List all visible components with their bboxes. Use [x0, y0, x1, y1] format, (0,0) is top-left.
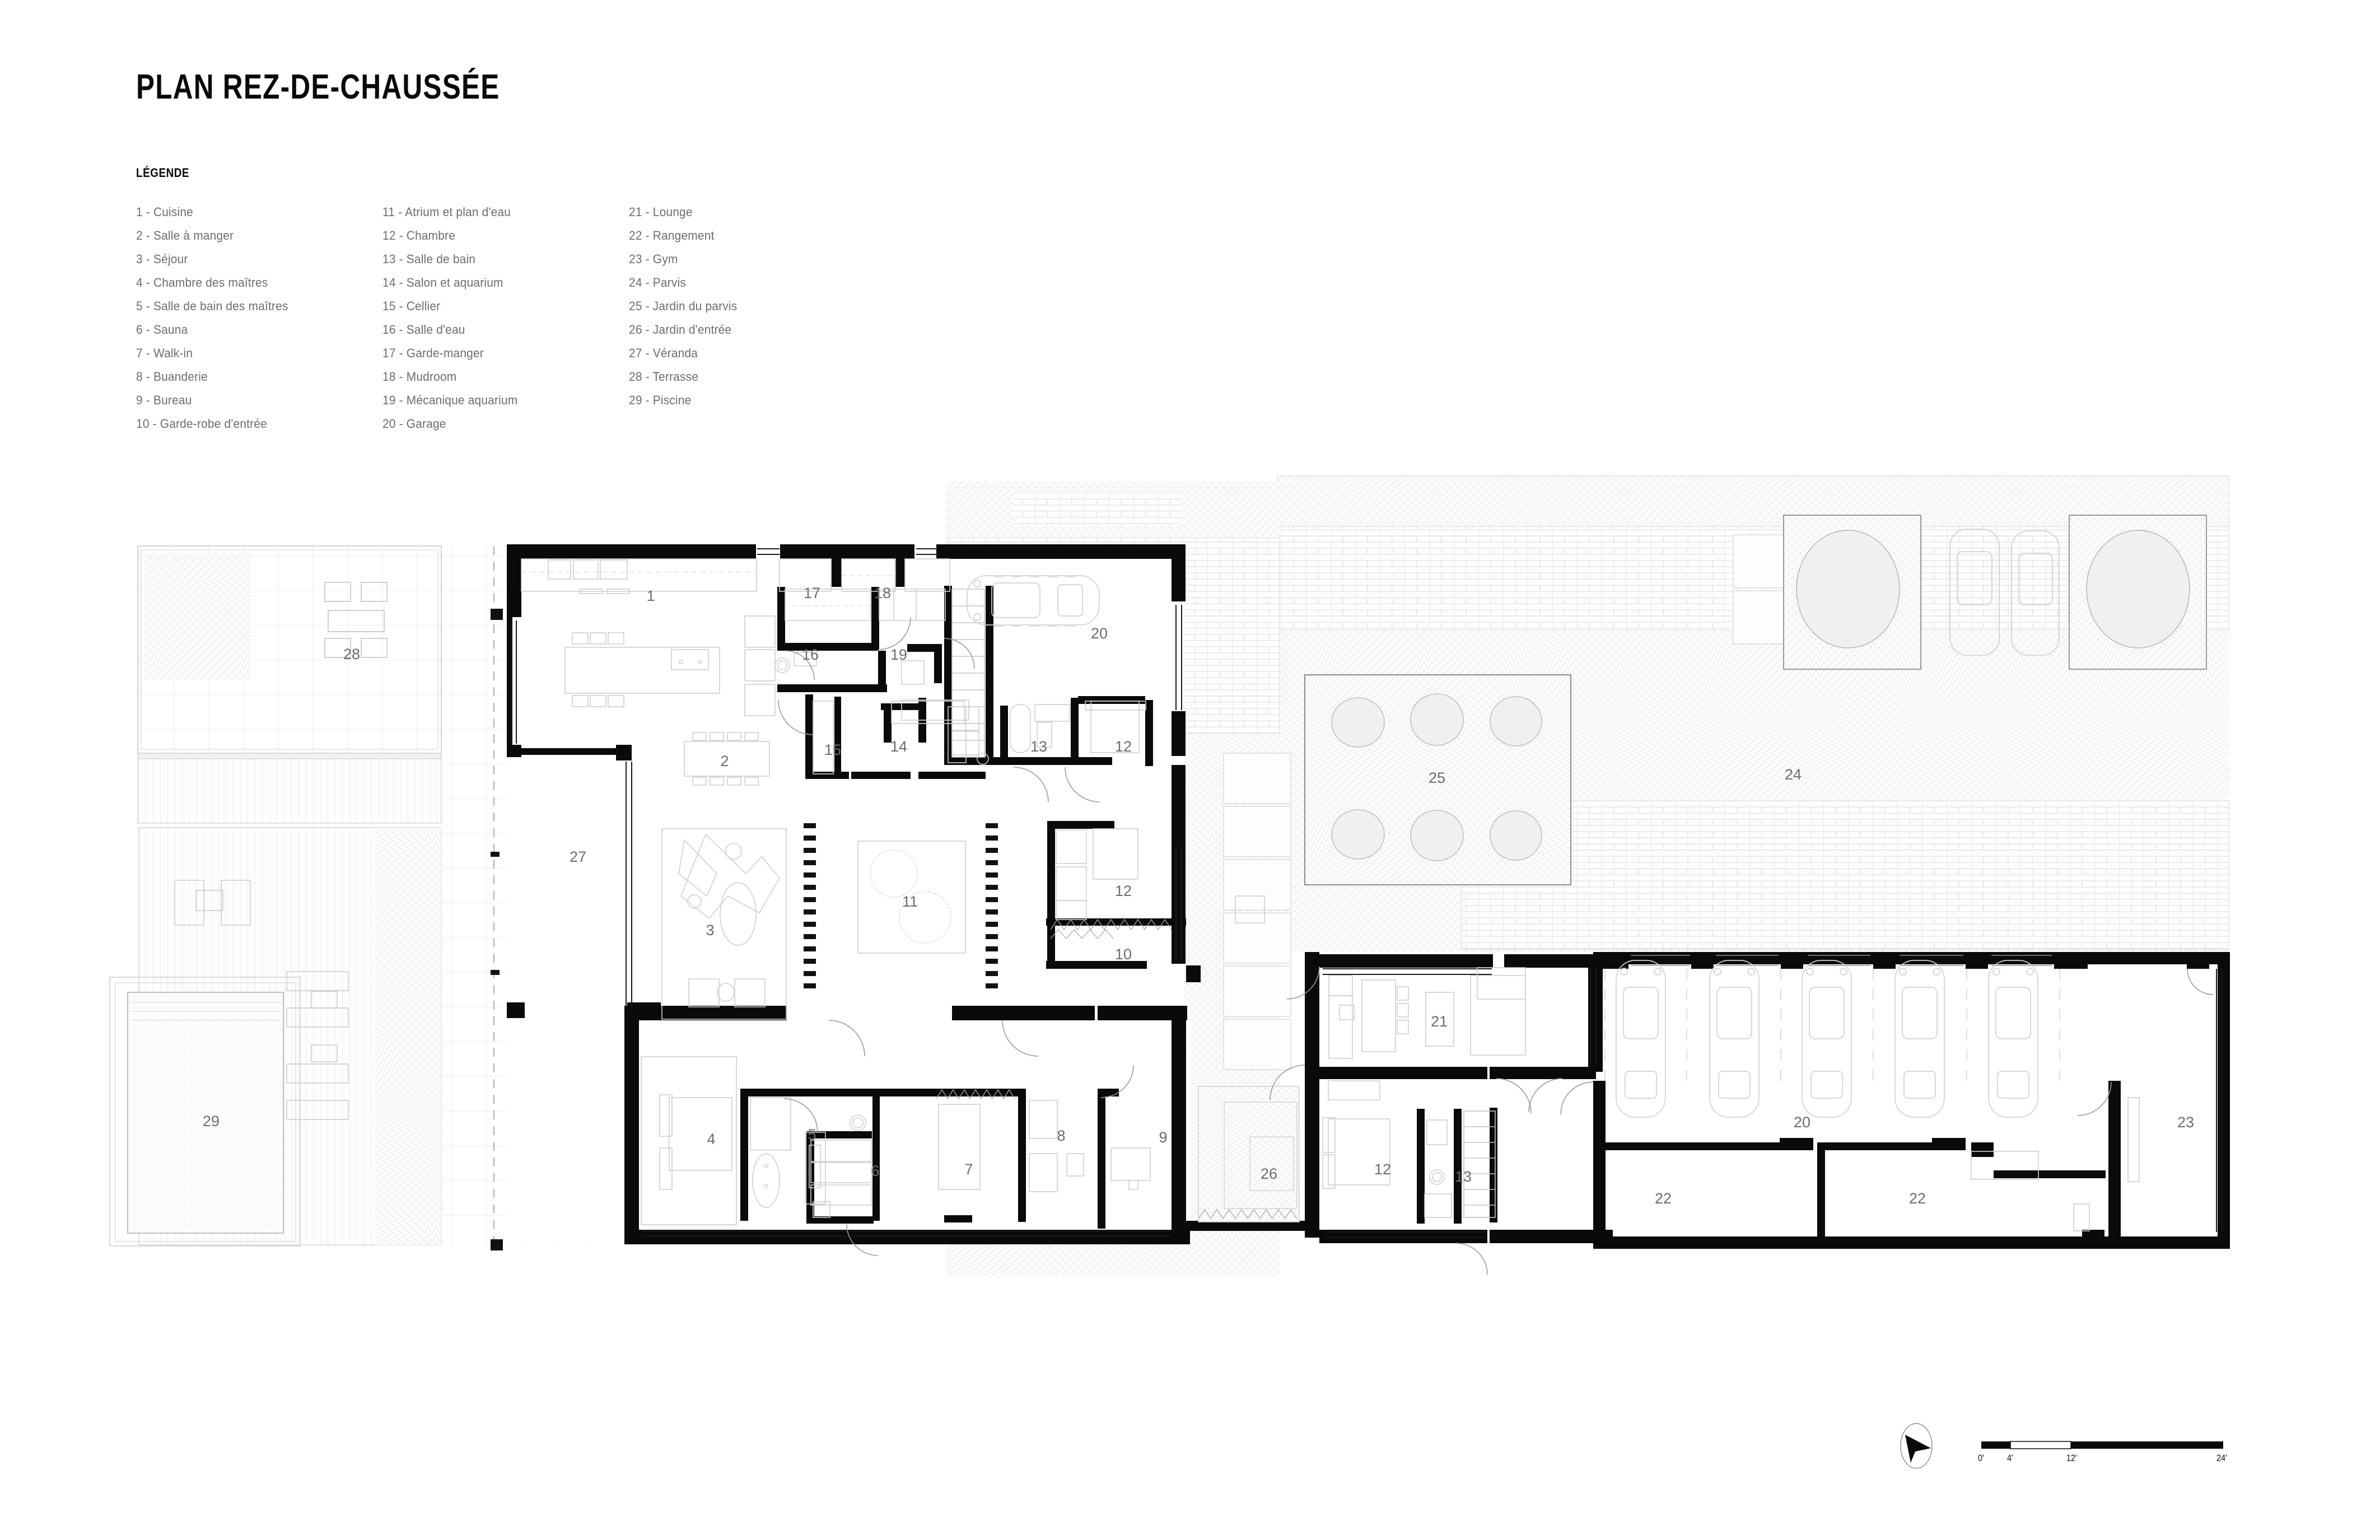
svg-text:18: 18: [874, 585, 891, 601]
svg-text:14: 14: [890, 738, 907, 755]
scale-and-north: 0' 4' 12' 24': [1893, 1422, 2285, 1487]
svg-text:3: 3: [706, 922, 714, 939]
atrium-glass-line: [804, 823, 998, 988]
legend-item: 13 - Salle de bain: [382, 252, 476, 266]
svg-text:8: 8: [1057, 1127, 1065, 1144]
legend-heading: LÉGENDE: [136, 166, 190, 180]
svg-text:22: 22: [1655, 1190, 1672, 1207]
svg-text:24: 24: [1785, 766, 1802, 783]
svg-text:5: 5: [808, 1126, 816, 1143]
page-title: PLAN REZ-DE-CHAUSSÉE: [136, 68, 500, 106]
legend-column-1: 1 - Cuisine 2 - Salle à manger 3 - Séjou…: [136, 200, 382, 436]
legend-item: 4 - Chambre des maîtres: [136, 276, 268, 290]
scale-tick-label: 12': [2066, 1453, 2077, 1463]
legend-item: 5 - Salle de bain des maîtres: [136, 299, 288, 313]
svg-text:20: 20: [1091, 625, 1108, 642]
svg-text:6: 6: [871, 1163, 879, 1179]
svg-text:17: 17: [804, 585, 820, 601]
svg-text:29: 29: [203, 1113, 220, 1130]
legend-item: 26 - Jardin d'entrée: [629, 323, 732, 337]
legend-item: 15 - Cellier: [382, 299, 441, 313]
svg-text:23: 23: [2177, 1114, 2194, 1131]
car-symbol: [967, 575, 2060, 1118]
svg-text:25: 25: [1429, 769, 1445, 786]
svg-text:28: 28: [343, 646, 360, 662]
legend-column-2: 11 - Atrium et plan d'eau 12 - Chambre 1…: [382, 200, 629, 436]
svg-text:22: 22: [1909, 1190, 1926, 1207]
legend-item: 28 - Terrasse: [629, 370, 699, 384]
building-envelope: [507, 544, 2230, 1275]
legend-item: 1 - Cuisine: [136, 205, 193, 219]
svg-text:12: 12: [1374, 1161, 1391, 1178]
legend-item: 14 - Salon et aquarium: [382, 276, 503, 290]
legend-item: 3 - Séjour: [136, 252, 188, 266]
legend-item: 10 - Garde-robe d'entrée: [136, 417, 267, 431]
north-arrow-icon: [1900, 1423, 1933, 1469]
svg-text:13: 13: [1455, 1168, 1472, 1185]
scale-tick-label: 0': [1978, 1453, 1984, 1463]
legend-item: 22 - Rangement: [629, 228, 715, 242]
svg-text:15: 15: [824, 741, 841, 758]
scale-bar-graphic: [1981, 1441, 2223, 1449]
svg-text:16: 16: [802, 646, 819, 663]
door-swing: [778, 617, 2214, 1275]
legend-item: 12 - Chambre: [382, 228, 456, 242]
scale-tick-label: 24': [2216, 1453, 2227, 1463]
legend-item: 27 - Véranda: [629, 346, 698, 360]
svg-text:26: 26: [1261, 1165, 1277, 1182]
legend-item: 9 - Bureau: [136, 393, 192, 407]
legend-item: 6 - Sauna: [136, 323, 188, 337]
title-block: PLAN REZ-DE-CHAUSSÉE: [136, 67, 591, 107]
legend-item: 7 - Walk-in: [136, 346, 193, 360]
svg-text:27: 27: [570, 848, 586, 865]
legend-item: 8 - Buanderie: [136, 370, 208, 384]
legend-item: 29 - Piscine: [629, 393, 692, 407]
legend-item: 16 - Salle d'eau: [382, 323, 465, 337]
legend-item: 25 - Jardin du parvis: [629, 299, 738, 313]
room-number-labels: 28 1 17 18 16 19 20 27 2 15 14 13 12 3 1…: [203, 585, 2194, 1207]
legend-item: 21 - Lounge: [629, 205, 693, 219]
svg-text:7: 7: [964, 1161, 973, 1178]
legend: LÉGENDE 1 - Cuisine 2 - Salle à manger 3…: [136, 166, 875, 436]
svg-text:2: 2: [720, 753, 729, 769]
legend-item: 2 - Salle à manger: [136, 228, 234, 242]
svg-text:12: 12: [1115, 738, 1132, 755]
legend-item: 11 - Atrium et plan d'eau: [382, 205, 511, 219]
svg-text:10: 10: [1115, 946, 1132, 963]
svg-text:1: 1: [646, 587, 655, 604]
legend-column-3: 21 - Lounge 22 - Rangement 23 - Gym 24 -…: [629, 200, 875, 436]
svg-text:13: 13: [1030, 738, 1047, 755]
svg-text:11: 11: [902, 893, 918, 910]
legend-item: 19 - Mécanique aquarium: [382, 393, 518, 407]
svg-text:9: 9: [1159, 1129, 1167, 1146]
hedge-hatch: [936, 918, 1298, 1220]
svg-text:19: 19: [890, 646, 907, 663]
scale-tick-label: 4': [2007, 1453, 2013, 1463]
svg-text:12: 12: [1115, 883, 1132, 899]
svg-text:20: 20: [1794, 1114, 1810, 1131]
svg-text:4: 4: [707, 1131, 715, 1147]
legend-item: 20 - Garage: [382, 417, 446, 431]
legend-columns: 1 - Cuisine 2 - Salle à manger 3 - Séjou…: [136, 200, 875, 436]
legend-item: 17 - Garde-manger: [382, 346, 484, 360]
svg-text:21: 21: [1431, 1013, 1448, 1030]
legend-item: 24 - Parvis: [629, 276, 686, 290]
legend-item: 18 - Mudroom: [382, 370, 457, 384]
legend-item: 23 - Gym: [629, 252, 678, 266]
